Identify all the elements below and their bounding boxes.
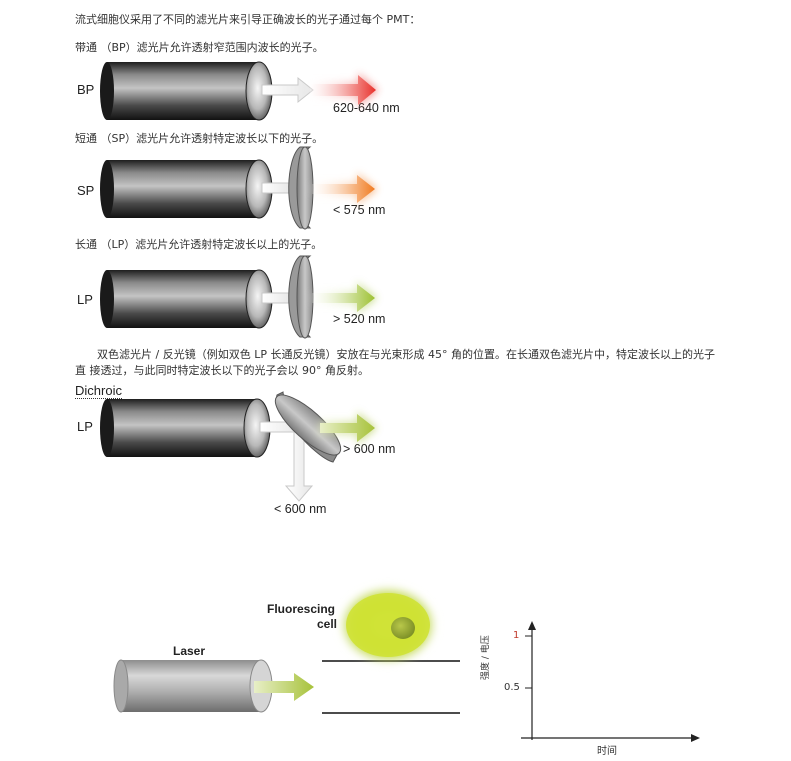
fluorescing-cell-label-2: cell [317, 617, 338, 631]
signal-plot [521, 621, 700, 742]
lp-pmt-cylinder [100, 269, 273, 329]
lp-label: LP [77, 292, 93, 307]
dichroic-pmt-cylinder [100, 398, 271, 458]
dichroic-pass-beam-arrow [318, 411, 377, 445]
bp-description: 带通 （BP）滤光片允许透射窄范围内波长的光子。 [75, 41, 324, 54]
dichroic-title: Dichroic [75, 383, 122, 399]
lp-filter-disc [288, 255, 314, 339]
plot-x-axis-arrowhead [691, 734, 700, 742]
sp-orange-beam-arrow [310, 172, 377, 206]
laser-label: Laser [173, 644, 206, 658]
intro-text: 流式细胞仪采用了不同的滤光片来引导正确波长的光子通过每个 PMT： [75, 13, 421, 26]
bp-range-label: 620-640 nm [333, 101, 400, 115]
bp-label: BP [77, 82, 95, 97]
dichroic-pass-label: > 600 nm [343, 442, 396, 456]
bp-pmt-cylinder [100, 61, 273, 121]
bp-white-beam-arrow [261, 76, 314, 104]
dichroic-mirror [274, 391, 342, 463]
bp-red-beam-arrow [308, 72, 378, 108]
sp-range-label: < 575 nm [333, 203, 386, 217]
laser-beam-arrow [254, 673, 314, 701]
lp-white-beam [261, 292, 293, 304]
fluorescing-cell [338, 585, 438, 665]
sp-white-beam [261, 182, 293, 194]
dichroic-reflect-label: < 600 nm [274, 502, 327, 516]
y-tick-1: 1 [513, 630, 520, 641]
lp-range-label: > 520 nm [333, 312, 386, 326]
plot-y-axis-arrowhead [528, 621, 536, 630]
cell-nucleus [391, 617, 415, 639]
lp-description: 长通 （LP）滤光片允许透射特定波长以上的光子。 [75, 238, 323, 251]
sp-description: 短通 （SP）滤光片允许透射特定波长以下的光子。 [75, 132, 324, 145]
lp-green-beam-arrow [310, 281, 377, 315]
fluorescing-cell-label-1: Fluorescing [267, 602, 336, 616]
y-tick-05: 0.5 [504, 682, 520, 693]
sp-filter-disc [288, 146, 314, 230]
sp-pmt-cylinder [100, 159, 273, 219]
dichroic-description: 双色滤光片 / 反光镜（例如双色 LP 长通反光镜）安放在与光束形成 45° 角… [75, 348, 715, 377]
laser-cylinder [113, 659, 273, 713]
sp-label: SP [77, 183, 95, 198]
dichroic-lp-label: LP [77, 419, 93, 434]
x-axis-label: 时间 [597, 746, 617, 757]
